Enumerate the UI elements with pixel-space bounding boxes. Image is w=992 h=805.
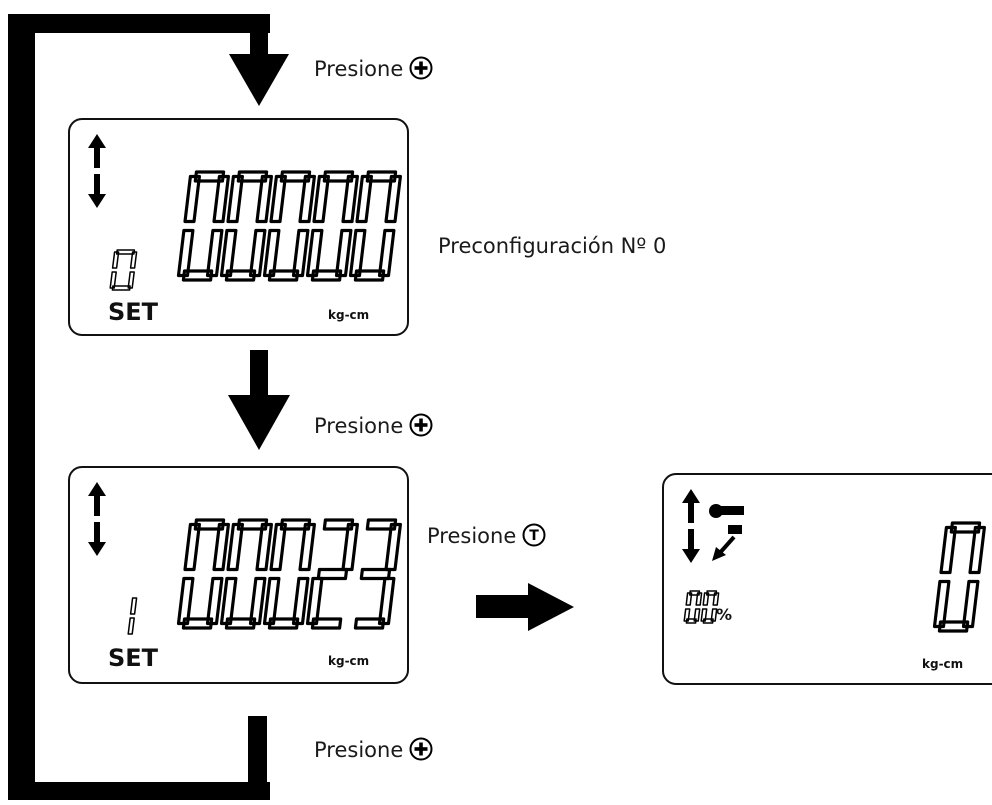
preset-digit [127,597,138,635]
lcd-digit-0 [262,170,316,282]
main-digits [176,170,402,282]
unit-label: kg-cm [328,308,370,322]
lcd-display-result: % kg-cm [662,473,992,685]
lcd-digit-1 [127,597,138,635]
lcd-digit-0 [176,518,230,630]
lcd-digit-0 [348,170,402,282]
lcd-digit-0 [219,170,273,282]
set-label: SET [108,644,159,672]
svg-text:T: T [529,528,539,544]
lcd-digit-0 [932,521,986,633]
lcd-digit-2 [305,518,359,630]
lcd-digit-0 [305,170,359,282]
step-label-2: Presione [314,413,433,437]
lcd-display-preset-1: SET kg-cm [68,466,409,684]
main-digits [176,518,402,630]
right-arrow [476,583,574,631]
lcd-digit-3 [353,518,402,630]
lcd-digit-0 [109,249,138,291]
plus-button-icon [409,413,433,437]
loop-line-top-stub [250,14,268,56]
step-label-1: Presione [314,56,433,80]
up-down-arrows-icon [88,134,106,208]
loop-line-left [8,14,35,800]
loop-line-top [8,14,270,33]
lcd-digit-0 [219,518,273,630]
main-digits [932,521,986,633]
plus-button-icon [409,737,433,761]
lcd-digit-0 [176,170,230,282]
lcd-digit-0 [262,518,316,630]
preset-caption: Preconfiguración Nº 0 [438,234,667,258]
peak-hold-icon [709,504,744,561]
lcd-display-preset-0: SET kg-cm [68,118,409,336]
lcd-digit-0 [700,590,720,624]
lcd-digit-0 [683,590,703,624]
unit-label: kg-cm [922,657,964,671]
percent-digits [683,590,720,624]
up-down-arrows-icon [88,482,106,556]
down-arrow-top [229,54,289,106]
unit-label: kg-cm [328,654,370,668]
plus-button-icon [409,56,433,80]
loop-line-bottom [8,782,270,800]
t-button-icon: T [522,523,546,547]
step-label-4: Presione [314,737,433,761]
set-label: SET [108,298,159,326]
preset-digit [109,249,138,291]
up-down-arrows-icon [682,489,700,563]
percent-sign: % [716,605,733,624]
loop-line-bottom-stub [248,716,267,800]
down-arrow-middle [228,350,290,450]
